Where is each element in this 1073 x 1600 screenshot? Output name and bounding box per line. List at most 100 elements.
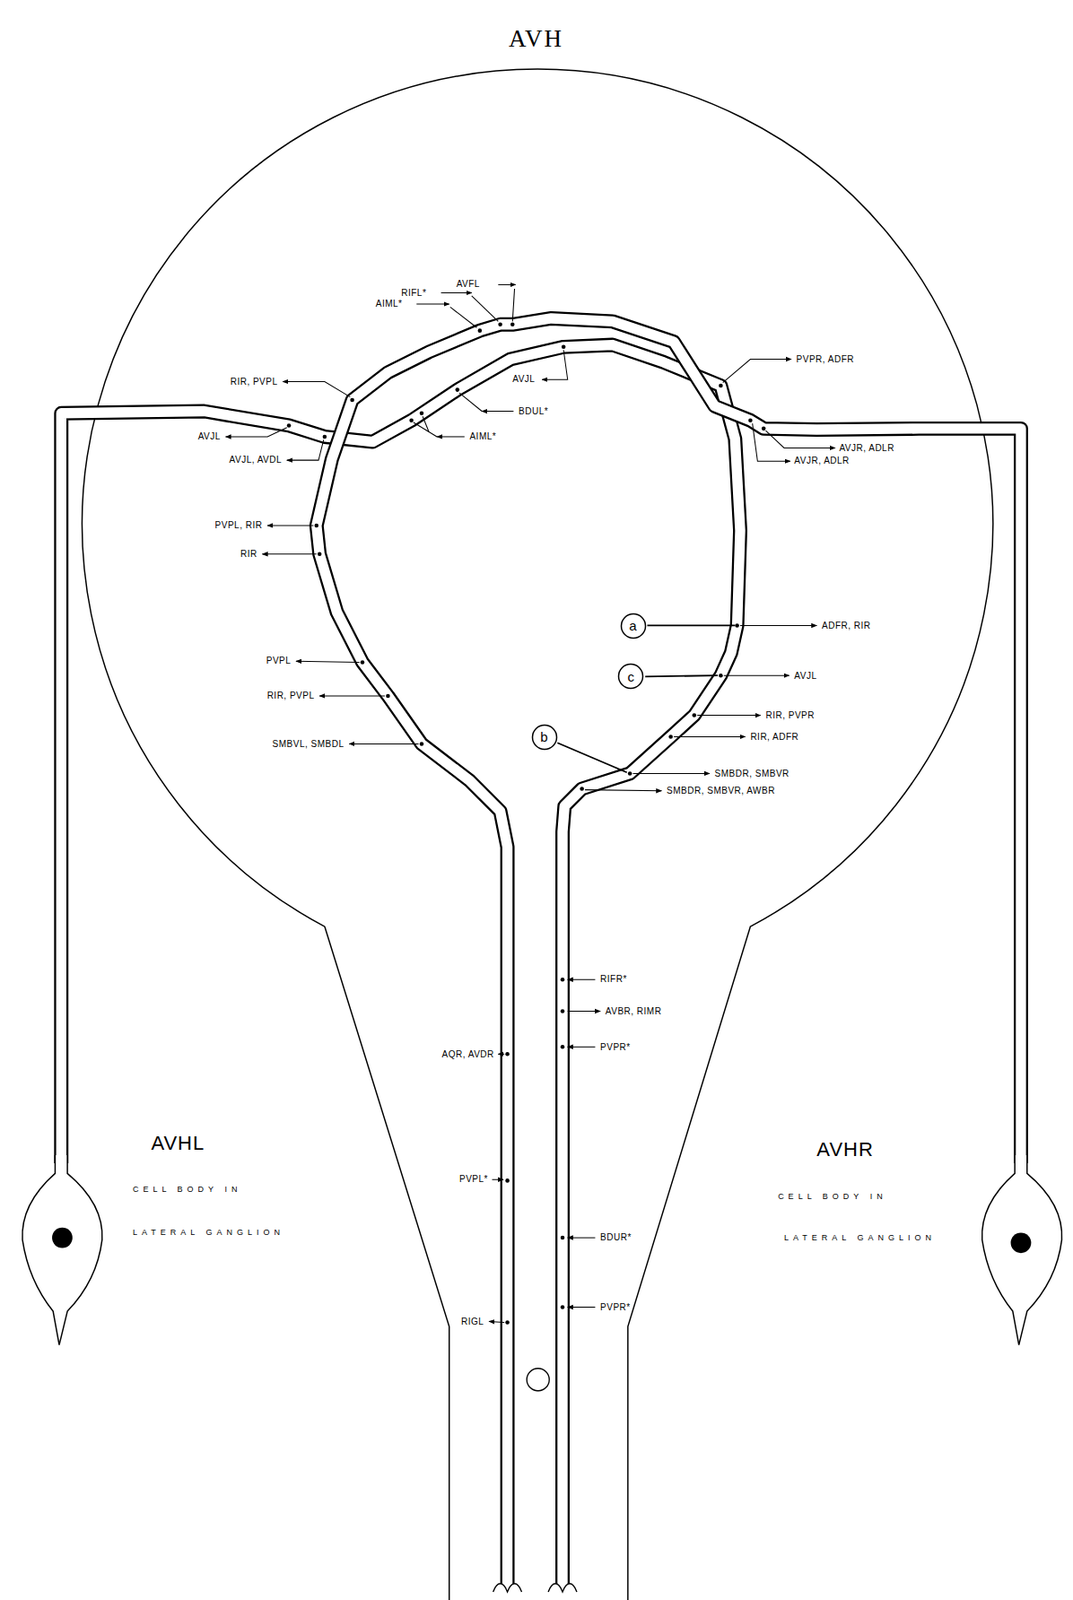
synapse-partner-label: RIFL* bbox=[401, 288, 427, 298]
synapse-partner-label: RIR, ADFR bbox=[750, 732, 799, 742]
leader-arrow bbox=[436, 436, 465, 437]
synapse-dot bbox=[505, 1178, 510, 1184]
leader-arrow bbox=[740, 625, 817, 627]
leader-arrow bbox=[225, 427, 287, 437]
synapse-dot bbox=[560, 977, 566, 983]
synapse-partner-label: RIGL bbox=[461, 1317, 484, 1327]
leader-arrow bbox=[282, 382, 350, 398]
callout-circle: a bbox=[619, 612, 647, 640]
synapse-dot bbox=[287, 423, 292, 428]
synapse-partner-label: AQR, AVDR bbox=[442, 1050, 495, 1060]
synapse-partner-label: RIR, PVPL bbox=[267, 691, 315, 701]
cell-body-note: CELL BODY IN bbox=[777, 1192, 888, 1201]
synapse-dot bbox=[497, 322, 503, 328]
cell-body-note: CELL BODY IN bbox=[132, 1185, 243, 1194]
synapse-dot bbox=[349, 398, 355, 403]
synapse-dot bbox=[560, 1045, 566, 1050]
canal-circle bbox=[526, 1369, 550, 1392]
synapse-dot bbox=[455, 387, 461, 393]
synapse-partner-label: BDUR* bbox=[600, 1233, 632, 1243]
leader-arrow bbox=[673, 736, 746, 738]
leader-arrow bbox=[267, 524, 314, 526]
synapse-partner-label: AVBR, RIMR bbox=[605, 1007, 663, 1017]
leader-arrow bbox=[450, 306, 478, 328]
callout-leader bbox=[557, 625, 735, 773]
leader-arrow bbox=[567, 1307, 596, 1309]
synapse-partner-label: RIFR* bbox=[600, 975, 628, 985]
neuron-name: AVHL bbox=[150, 1134, 205, 1154]
synapse-dot bbox=[510, 322, 515, 328]
synapse-dot bbox=[419, 741, 425, 747]
leader-arrow bbox=[481, 410, 514, 412]
circle-outline bbox=[619, 664, 644, 690]
leader-arrow bbox=[567, 1011, 601, 1012]
synapse-dot bbox=[579, 786, 585, 792]
leader-arrow bbox=[422, 416, 429, 432]
cell-body bbox=[22, 1155, 103, 1346]
synapse-partner-label: PVPR* bbox=[600, 1043, 631, 1053]
synapse-partner-label: RIR, PVPL bbox=[230, 377, 279, 387]
synapse-partner-label: AVJR, ADLR bbox=[838, 444, 895, 454]
nucleus bbox=[52, 1228, 73, 1249]
synapse-partner-label: RIR, PVPR bbox=[765, 711, 815, 721]
synapse-partner-label: AVJL bbox=[512, 375, 535, 384]
synapse-partner-label: AVJR, ADLR bbox=[793, 456, 850, 466]
leader-arrow bbox=[765, 430, 835, 448]
callout-letter: b bbox=[540, 730, 548, 744]
leader-arrow bbox=[497, 1054, 505, 1056]
diagram-title: AVH bbox=[508, 26, 564, 52]
cell-body bbox=[982, 1155, 1063, 1346]
synapse-partner-label: AVJL, AVDL bbox=[229, 455, 283, 465]
synapse-dot bbox=[718, 673, 724, 679]
leader-arrow bbox=[296, 661, 360, 663]
neuron-process bbox=[61, 345, 741, 1585]
body-outline bbox=[82, 69, 994, 1600]
synapse-dot bbox=[478, 328, 483, 333]
leader-arrow bbox=[584, 790, 662, 792]
neuron-process bbox=[316, 318, 1021, 1585]
synapse-dot bbox=[718, 383, 724, 389]
neuron-process bbox=[316, 318, 1021, 1586]
leader-arrow bbox=[416, 304, 449, 306]
cell-body-note: LATERAL GANGLION bbox=[784, 1234, 936, 1243]
leader-arrow bbox=[723, 358, 792, 383]
leader-arrow bbox=[319, 695, 385, 697]
synapse-partner-label: BDUL* bbox=[518, 407, 549, 417]
process-ends bbox=[493, 1584, 523, 1593]
callout-leader bbox=[646, 625, 735, 628]
process-ends bbox=[548, 1584, 577, 1593]
leader-arrow bbox=[567, 1238, 596, 1239]
synapse-dot bbox=[505, 1320, 510, 1326]
leader-arrow bbox=[488, 1321, 505, 1323]
leader-arrow bbox=[697, 715, 761, 716]
synapse-dot bbox=[409, 418, 414, 423]
synapse-dot bbox=[560, 1305, 566, 1310]
synapse-dot bbox=[560, 1009, 566, 1014]
synapse-dot bbox=[692, 713, 698, 718]
leader-arrow bbox=[225, 284, 835, 1323]
cell-body-note: LATERAL GANGLION bbox=[132, 1228, 285, 1237]
synapse-dot bbox=[668, 734, 673, 740]
synapse-partner-label: PVPL* bbox=[459, 1175, 489, 1185]
callout-leader bbox=[557, 742, 627, 773]
leader-arrow bbox=[491, 1179, 504, 1181]
synapse-dot bbox=[322, 435, 328, 440]
leader-arrow bbox=[287, 439, 324, 461]
leader-arrow bbox=[497, 284, 515, 286]
leader-arrow bbox=[348, 743, 419, 745]
synapse-partner-label: PVPR, ADFR bbox=[796, 355, 855, 365]
process-ends bbox=[493, 1584, 577, 1593]
synapse-partner-label: AVJL bbox=[198, 432, 221, 442]
leader-arrow bbox=[724, 675, 790, 677]
synapse-partner-label: AIML* bbox=[469, 432, 497, 442]
neuron-process bbox=[61, 318, 1021, 1586]
leader-arrow bbox=[541, 349, 568, 380]
synapse-dot bbox=[419, 411, 425, 417]
synapse-dot bbox=[734, 623, 740, 629]
leader-arrow bbox=[261, 553, 316, 555]
synapse-dot bbox=[560, 1236, 566, 1241]
callout-leader bbox=[645, 675, 718, 677]
body-outline bbox=[82, 69, 994, 1600]
neuron-process bbox=[61, 345, 741, 1586]
